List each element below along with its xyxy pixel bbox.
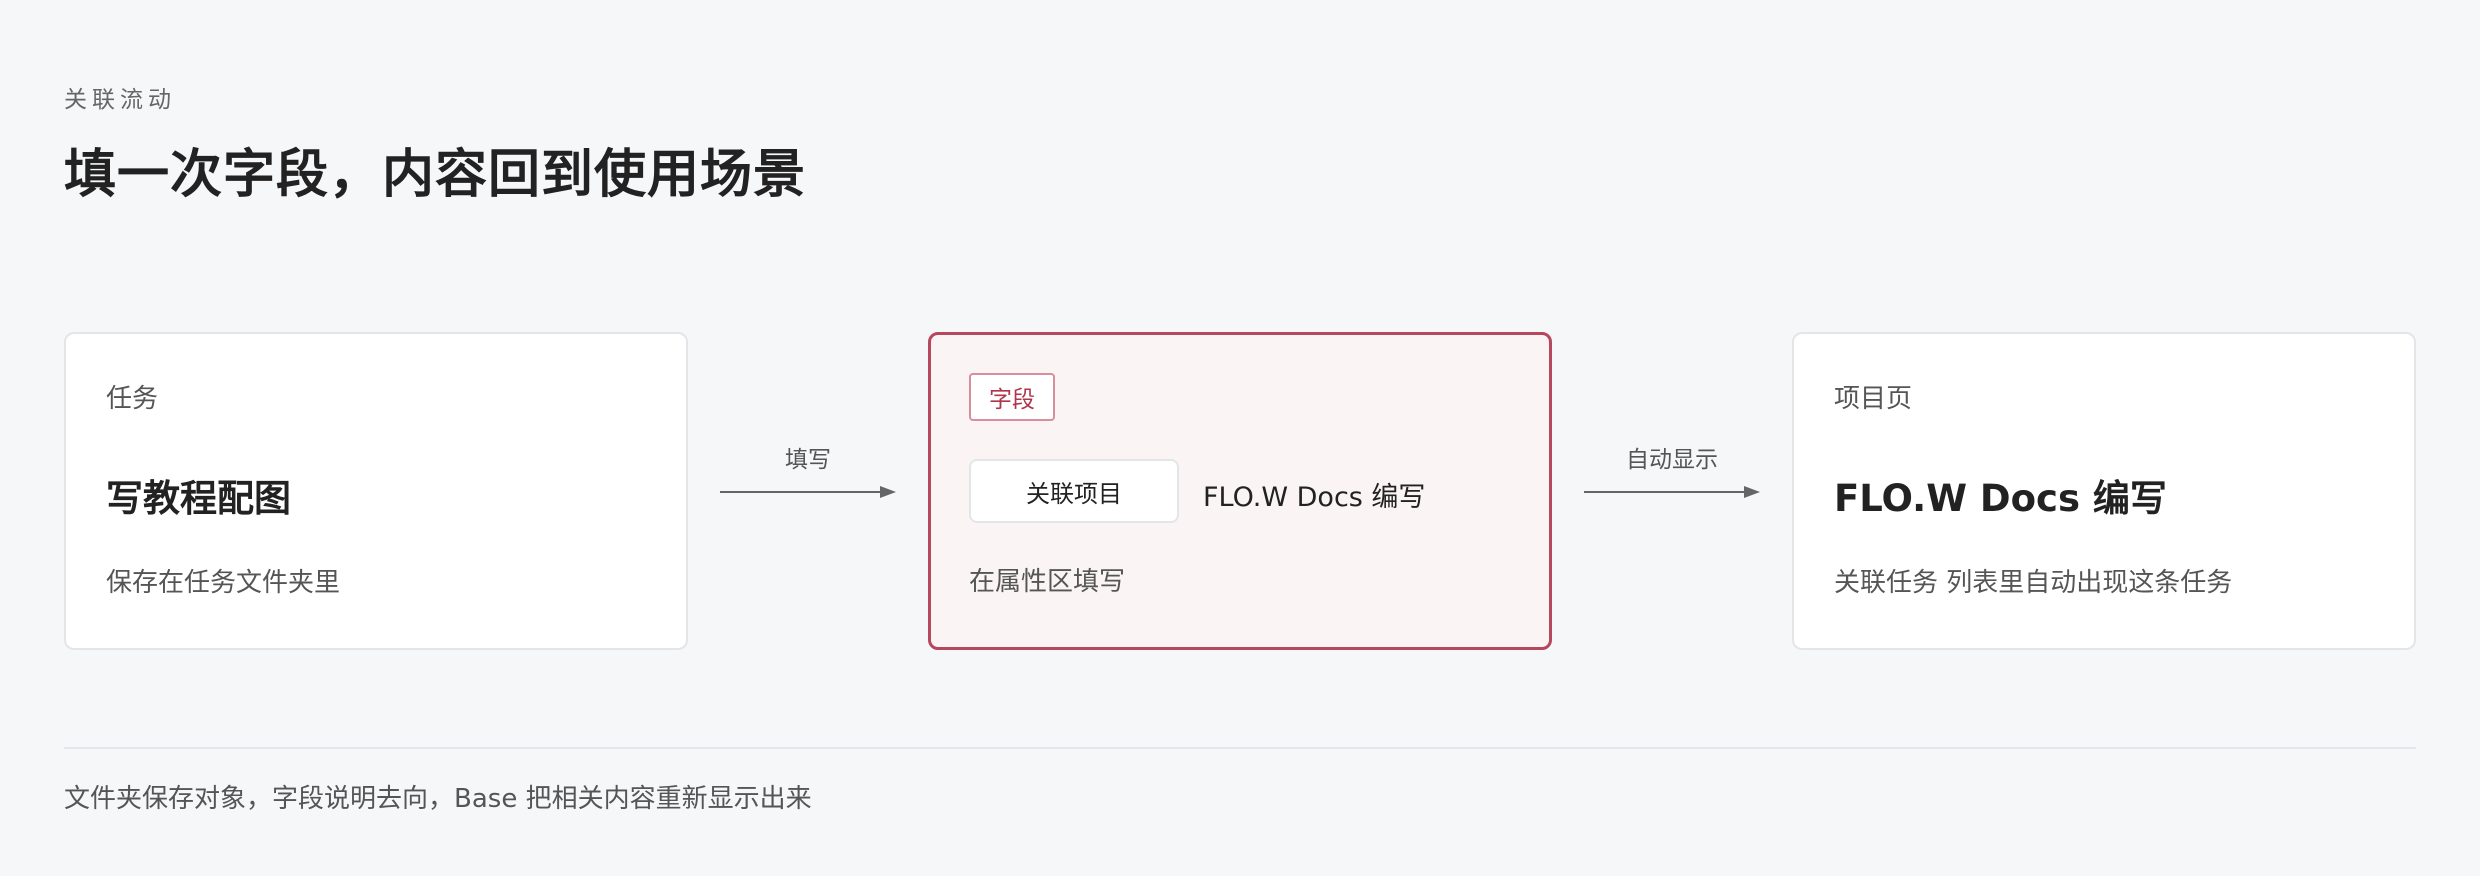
fill-arrow: 填写 xyxy=(718,440,898,500)
divider xyxy=(64,747,2416,749)
related-project-field[interactable]: 关联项目 xyxy=(969,459,1179,523)
project-card-label: 项目页 xyxy=(1834,384,1913,414)
field-tag: 字段 xyxy=(969,373,1055,421)
field-value: FLO.W Docs 编写 xyxy=(1203,482,1426,513)
page-title: 填一次字段，内容回到使用场景 xyxy=(64,145,807,205)
section-eyebrow: 关联流动 xyxy=(64,87,176,113)
task-card: 任务 写教程配图 保存在任务文件夹里 xyxy=(64,332,688,650)
field-card-description: 在属性区填写 xyxy=(969,567,1126,597)
fill-arrow-label: 填写 xyxy=(785,447,831,473)
arrow-right-icon xyxy=(720,486,896,498)
footer-note: 文件夹保存对象，字段说明去向，Base 把相关内容重新显示出来 xyxy=(64,784,812,814)
task-card-description: 保存在任务文件夹里 xyxy=(106,568,341,598)
project-card-description: 关联任务 列表里自动出现这条任务 xyxy=(1834,568,2233,598)
project-card-heading: FLO.W Docs 编写 xyxy=(1834,477,2167,520)
auto-display-arrow-label: 自动显示 xyxy=(1626,447,1718,473)
project-page-card: 项目页 FLO.W Docs 编写 关联任务 列表里自动出现这条任务 xyxy=(1792,332,2416,650)
field-card: 字段 关联项目 FLO.W Docs 编写 在属性区填写 xyxy=(928,332,1552,650)
auto-display-arrow: 自动显示 xyxy=(1582,440,1762,500)
task-card-heading: 写教程配图 xyxy=(106,477,291,520)
arrow-right-icon xyxy=(1584,486,1760,498)
task-card-label: 任务 xyxy=(106,384,159,414)
